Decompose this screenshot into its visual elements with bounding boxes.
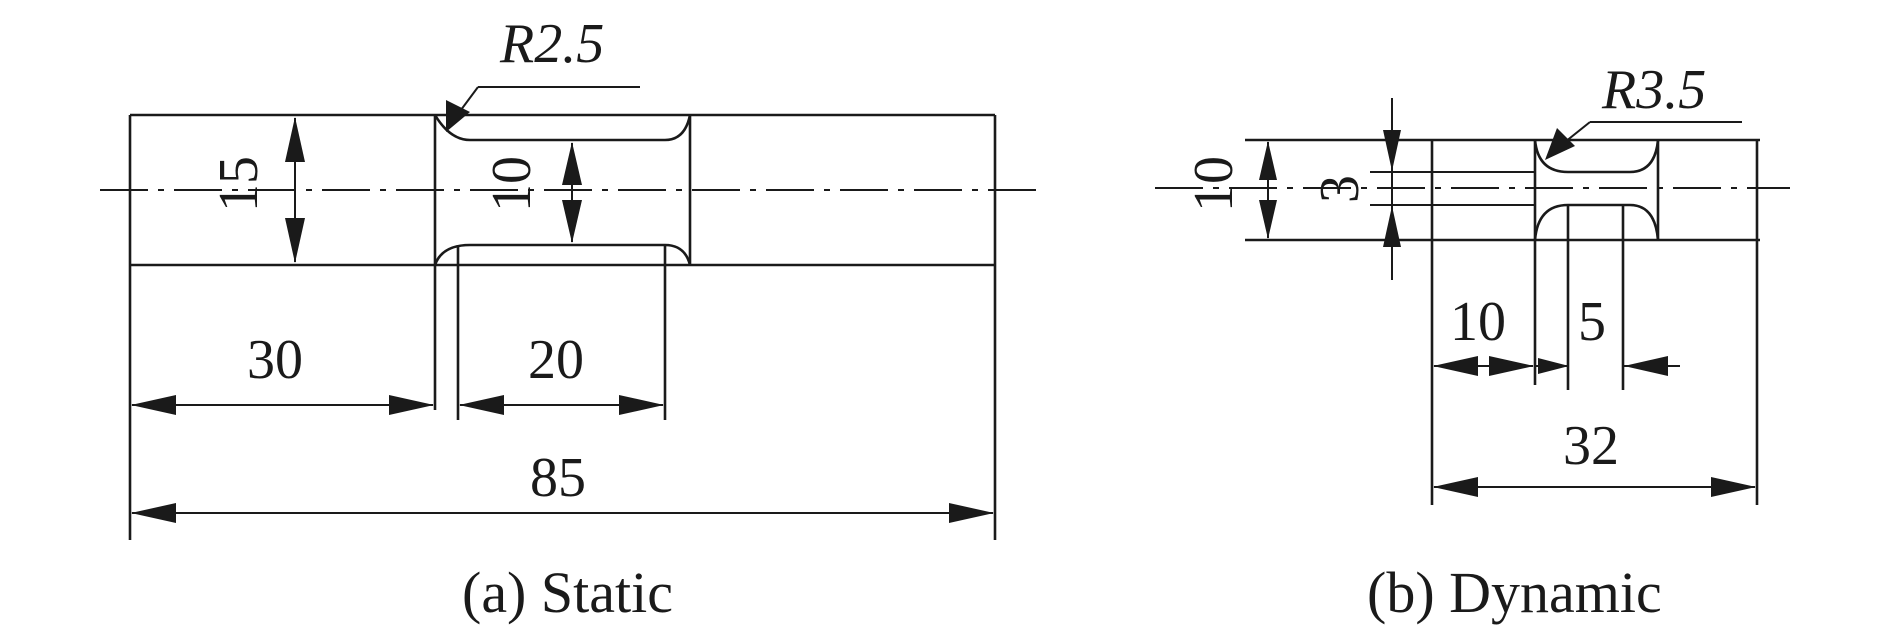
dynamic-length-10-label: 10: [1450, 291, 1506, 353]
dynamic-width-10-label: 10: [1183, 156, 1245, 212]
dynamic-outline: [1245, 138, 1760, 505]
static-width-15-label: 15: [208, 156, 270, 212]
dynamic-length-32-dimension: 32: [1433, 415, 1756, 497]
static-width-15-dimension: 15: [208, 117, 305, 263]
static-length-85-label: 85: [530, 447, 586, 509]
dynamic-caption: (b) Dynamic: [1367, 560, 1662, 625]
static-length-20-label: 20: [528, 329, 584, 391]
static-length-20-dimension: 20: [459, 329, 664, 415]
dynamic-length-32-label: 32: [1563, 415, 1619, 477]
dynamic-radius-leader: R3.5: [1545, 59, 1742, 160]
static-radius-label: R2.5: [499, 13, 604, 75]
dynamic-radius-label: R3.5: [1601, 59, 1706, 121]
static-specimen: 15 10 R2.5 30 20: [100, 13, 1045, 625]
dynamic-length-5-dimension: 5: [1535, 291, 1680, 376]
dynamic-width-3-dimension: 3: [1309, 98, 1535, 280]
static-width-10-dimension: 10: [481, 142, 582, 243]
static-length-30-dimension: 30: [131, 329, 434, 415]
dynamic-specimen: 10 3 R3.5 10: [1155, 59, 1790, 625]
static-length-30-label: 30: [247, 329, 303, 391]
static-width-10-label: 10: [481, 156, 543, 212]
dynamic-length-5-label: 5: [1578, 291, 1606, 353]
dynamic-length-10-dimension: 10: [1433, 291, 1534, 376]
dynamic-width-10-dimension: 10: [1183, 141, 1277, 239]
dynamic-width-3-label: 3: [1309, 175, 1371, 203]
static-outline: [128, 113, 997, 540]
static-caption: (a) Static: [462, 560, 673, 625]
static-radius-leader: R2.5: [446, 13, 640, 132]
static-length-85-dimension: 85: [131, 447, 994, 523]
